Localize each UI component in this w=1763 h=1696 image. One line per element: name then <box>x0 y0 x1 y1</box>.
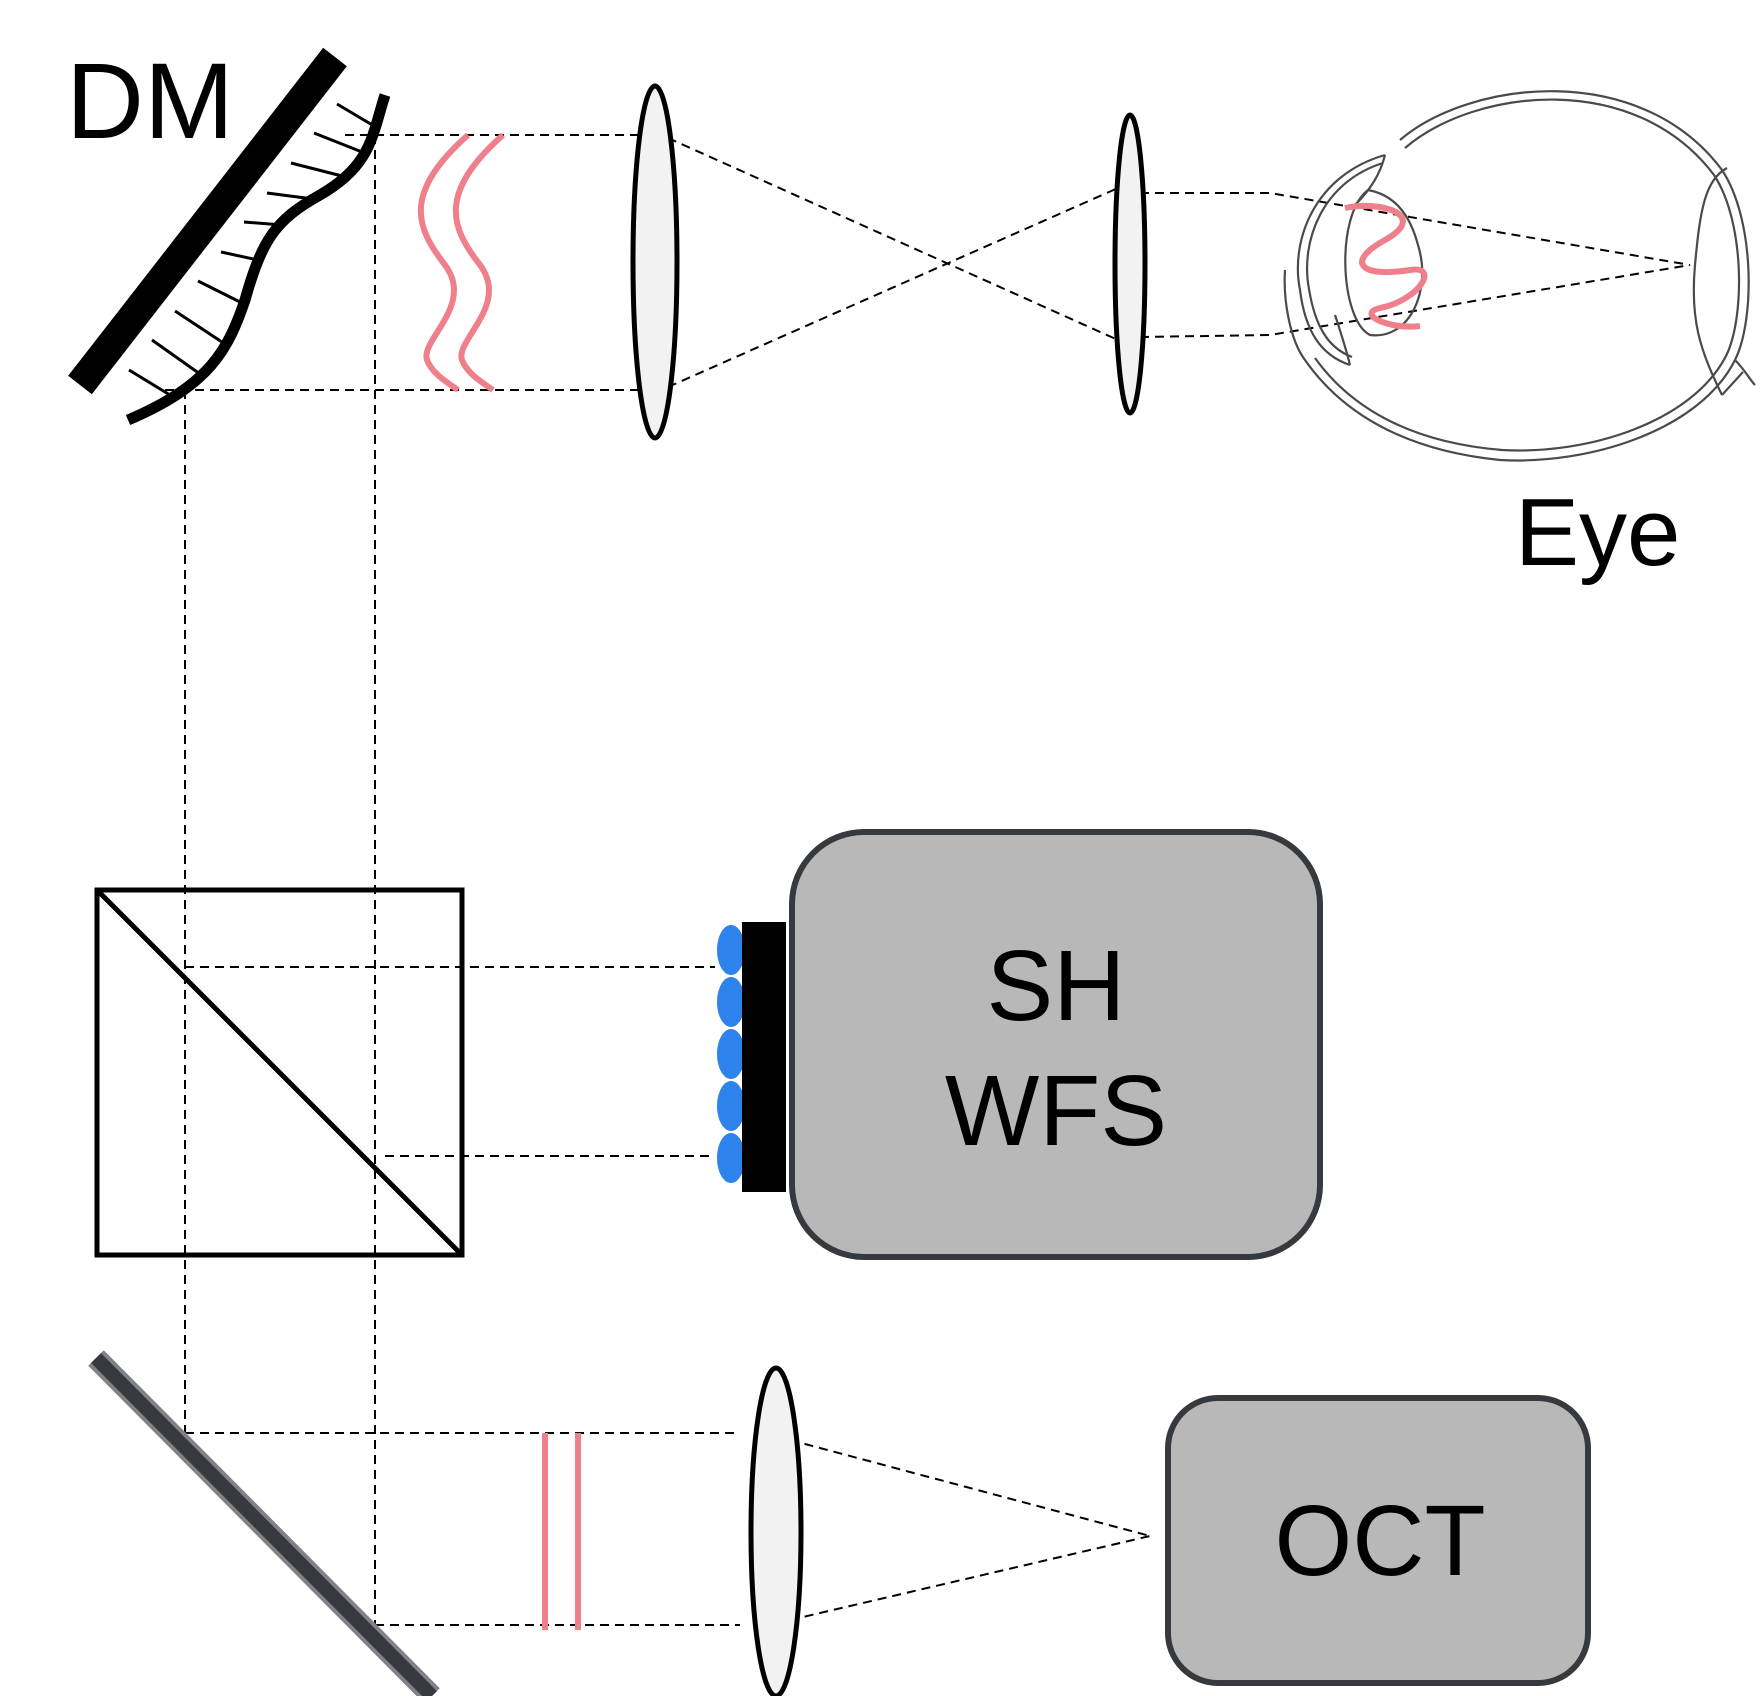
eye-icon <box>1283 90 1756 462</box>
eye-cornea <box>1296 153 1386 367</box>
lens-3 <box>748 1365 804 1696</box>
eye-optic-nerve <box>1692 167 1728 396</box>
wavefront-line <box>417 132 470 393</box>
beam-splitter-frame <box>94 887 465 1258</box>
beam-focus-top <box>789 1439 1151 1537</box>
beam-splitter-diagonal <box>95 888 464 1257</box>
beam-top-lens2-eye <box>1140 192 1691 266</box>
eye-sclera-inner <box>1314 98 1741 452</box>
oct-label: OCT <box>1274 1485 1485 1597</box>
lenslet <box>717 1133 745 1183</box>
dm-label: DM <box>66 40 234 161</box>
beam-cross-a <box>667 137 1119 341</box>
sh-wfs-label-line1: SH <box>987 930 1126 1042</box>
deformable-mirror-icon <box>68 47 391 426</box>
sh-wfs-box <box>789 829 1323 1260</box>
lenslet <box>717 1029 745 1079</box>
beam-bottom-lens2-eye <box>1139 264 1691 338</box>
dm-backplate <box>68 47 347 395</box>
lenslet <box>717 977 745 1027</box>
eye-iris-bottom <box>1333 314 1352 366</box>
fold-mirror-core <box>91 1353 437 1696</box>
eye-sclera <box>1283 90 1750 462</box>
sh-wfs-label-line2: WFS <box>945 1055 1167 1167</box>
beam-splitter-cube-icon <box>94 887 465 1258</box>
lens-1 <box>630 83 680 441</box>
beam-focus-bottom <box>789 1535 1151 1621</box>
dm-actuators <box>128 102 375 397</box>
wavefront-line <box>452 132 505 393</box>
lenslet-array <box>717 925 745 1183</box>
lenslet <box>717 1081 745 1131</box>
oct-box <box>1165 1395 1591 1686</box>
eye-label: Eye <box>1515 479 1680 586</box>
eye-cornea-inner <box>1305 161 1384 359</box>
wfs-sensor <box>742 922 786 1192</box>
aberrated-wavefront <box>417 132 505 393</box>
corrected-wavefront <box>542 1433 581 1630</box>
eye-nerve-exit <box>1721 359 1756 396</box>
lenslet <box>717 925 745 975</box>
lens-2 <box>1112 112 1148 416</box>
eye-wavefront <box>1344 202 1428 330</box>
beam-paths <box>165 134 1691 1626</box>
beam-cross-b <box>667 187 1119 388</box>
dm-membrane <box>125 93 391 426</box>
